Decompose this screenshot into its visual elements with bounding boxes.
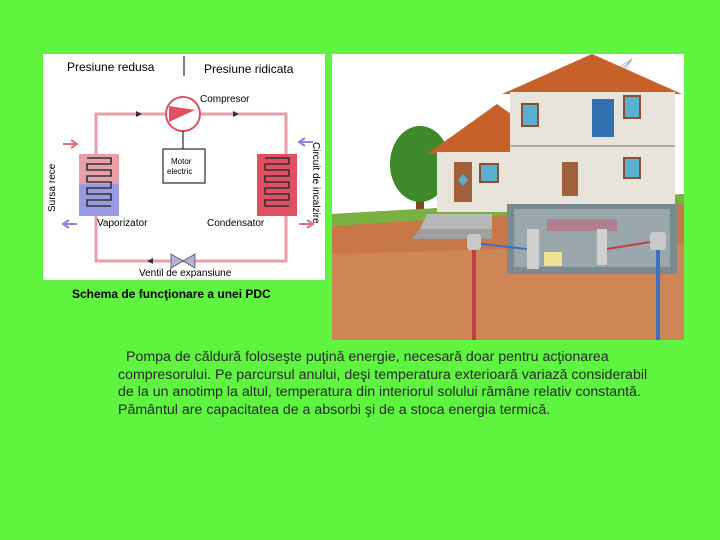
compressor-rotor [169,106,195,122]
compressor-label: Compresor [200,94,250,105]
window [623,95,641,119]
stairs [420,214,492,229]
condenser-label: Condensator [207,218,265,229]
floor-heating [547,219,617,231]
heating-circuit-label: Circuit de incalzire [310,142,321,224]
roof-right [502,54,682,94]
evaporator-top [79,154,119,184]
probe-pipe-cold [656,250,660,340]
header-high-pressure: Presiune ridicata [204,62,294,76]
basement-room [514,209,670,267]
flow-arrow-icon [147,258,153,264]
description-body: Pompa de căldură foloseşte puţină energi… [118,349,648,418]
hot-in-arrow-icon [63,139,79,149]
window [479,163,499,183]
header-low-pressure: Presiune redusa [67,60,155,74]
cold-out-arrow-icon [61,219,77,229]
wall-left [437,152,512,212]
motor-label-line1: Motor [171,157,192,166]
storage-tank [597,229,607,265]
probe-head-left [467,234,481,250]
return-in-arrow-icon [297,137,313,147]
probe-head-right [650,232,666,250]
evaporator-label: Vaporizator [97,218,148,229]
control-unit [544,252,562,266]
description-text: Pompa de căldură foloseşte puţină energi… [118,349,658,419]
evaporator-coil [86,157,112,207]
flow-arrow-icon [233,111,239,117]
door-window [458,174,468,186]
pdc-schema-drawing: Presiune redusa Presiune ridicata Compre… [47,56,321,279]
water-tank [592,99,614,137]
door [562,162,578,196]
valve-label: Ventil de expansiune [139,268,232,279]
hot-out-arrow-icon [299,219,315,229]
motor-box [162,148,206,184]
pdc-schema: Presiune redusa Presiune ridicata Compre… [43,54,325,280]
expansion-valve-icon [170,253,196,269]
window [521,103,539,127]
flow-arrow-icon [136,111,142,117]
cold-source-label: Sursa rece [47,163,58,212]
connector-pipe [606,241,651,250]
window [623,157,641,179]
probe-pipe-hot [472,250,476,340]
schema-caption: Schema de funcţionare a unei PDC [72,287,271,301]
connector-pipe [480,243,528,250]
motor-label-line2: electric [167,167,192,176]
heat-pump-unit [527,229,539,269]
house-with-heat-pump-illustration-icon [332,54,684,340]
house-illustration [332,54,684,340]
condenser-coil [264,157,290,207]
tree-crown [390,126,450,202]
